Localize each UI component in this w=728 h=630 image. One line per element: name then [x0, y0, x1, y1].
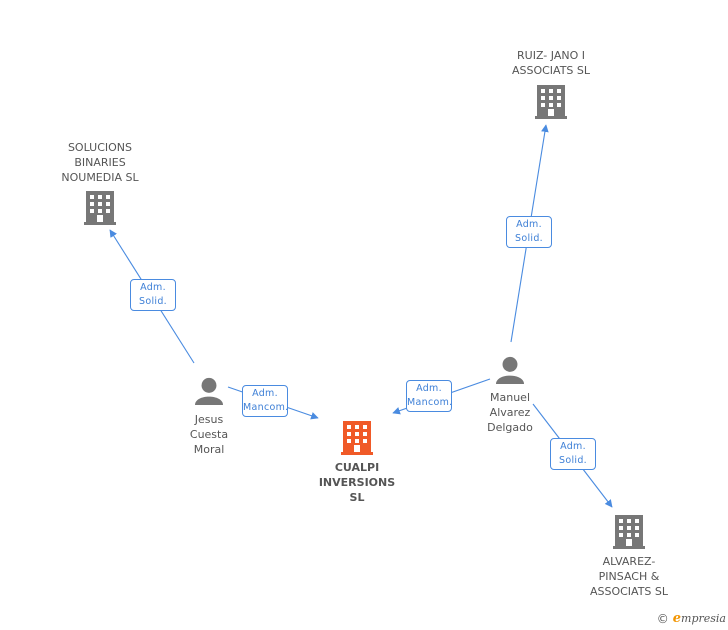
- cualpi-label[interactable]: CUALPI INVERSIONS SL: [318, 461, 396, 504]
- ruiz-label[interactable]: RUIZ- JANO I ASSOCIATS SL: [511, 49, 591, 77]
- ruiz-building-icon[interactable]: [535, 85, 567, 119]
- relation-label-manuel-alvarez[interactable]: Adm. Solid.: [550, 438, 596, 470]
- relation-label-jesus-cualpi[interactable]: Adm. Mancom.: [242, 385, 288, 417]
- relation-label-jesus-solucions[interactable]: Adm. Solid.: [130, 279, 176, 311]
- solucions-building-icon[interactable]: [84, 191, 116, 225]
- alvarez-building-icon[interactable]: [613, 515, 645, 549]
- cualpi-building-icon[interactable]: [341, 421, 373, 455]
- manuel-person-icon[interactable]: [496, 356, 524, 384]
- relation-label-manuel-cualpi[interactable]: Adm. Mancom.: [406, 380, 452, 412]
- copyright-symbol: ©: [656, 611, 669, 626]
- manuel-label[interactable]: Manuel Alvarez Delgado: [487, 391, 533, 434]
- jesus-person-icon[interactable]: [195, 377, 223, 405]
- empresia-logo: empresia: [672, 611, 726, 626]
- alvarez-label[interactable]: ALVAREZ- PINSACH & ASSOCIATS SL: [589, 555, 669, 598]
- jesus-label[interactable]: Jesus Cuesta Moral: [189, 413, 229, 456]
- footer-brand: © empresia: [657, 611, 726, 626]
- relation-label-manuel-ruiz[interactable]: Adm. Solid.: [506, 216, 552, 248]
- solucions-label[interactable]: SOLUCIONS BINARIES NOUMEDIA SL: [61, 141, 139, 184]
